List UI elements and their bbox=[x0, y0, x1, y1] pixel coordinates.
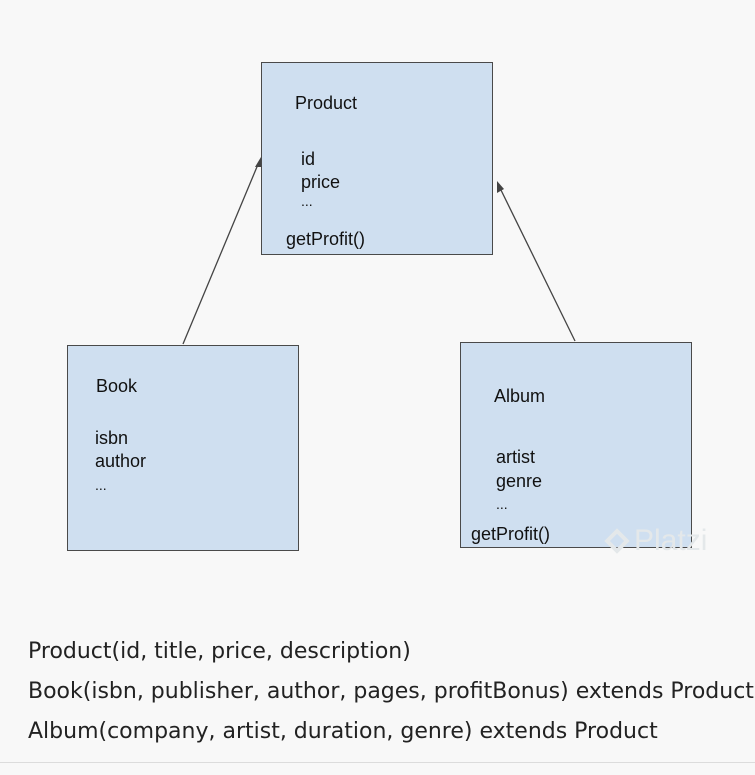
album-attr-artist: artist bbox=[496, 447, 536, 467]
book-arrowhead bbox=[255, 157, 262, 167]
product-attr-price: price bbox=[301, 172, 341, 192]
album-class-name: Album bbox=[494, 386, 546, 406]
product-attr-id: id bbox=[301, 149, 316, 169]
book-to-product-arrow bbox=[182, 161, 260, 345]
album-class-box: Album artist genre ... getProfit() bbox=[460, 342, 692, 548]
bottom-divider bbox=[0, 762, 755, 763]
book-attr-isbn: isbn bbox=[95, 428, 129, 448]
book-attr-author: author bbox=[95, 451, 147, 471]
product-attr-ellipsis: ... bbox=[301, 193, 313, 209]
caption-album: Album(company, artist, duration, genre) … bbox=[28, 719, 658, 744]
album-attr-genre: genre bbox=[496, 471, 543, 491]
album-attr-ellipsis: ... bbox=[496, 496, 508, 512]
album-to-product-arrow bbox=[498, 185, 576, 342]
book-class-name: Book bbox=[96, 376, 138, 396]
product-method: getProfit() bbox=[286, 229, 366, 249]
book-attr-ellipsis: ... bbox=[95, 477, 107, 493]
platzi-watermark-text: Platzi bbox=[634, 524, 708, 557]
platzi-watermark: Platzi bbox=[604, 524, 708, 558]
product-class-box: Product id price ... getProfit() bbox=[261, 62, 493, 255]
product-class-name: Product bbox=[295, 93, 358, 113]
caption-product: Product(id, title, price, description) bbox=[28, 639, 411, 664]
album-arrowhead bbox=[497, 181, 504, 193]
caption-book: Book(isbn, publisher, author, pages, pro… bbox=[28, 679, 754, 704]
book-class-box: Book isbn author ... bbox=[67, 345, 299, 551]
album-method: getProfit() bbox=[471, 524, 551, 544]
platzi-logo-icon bbox=[604, 528, 630, 554]
